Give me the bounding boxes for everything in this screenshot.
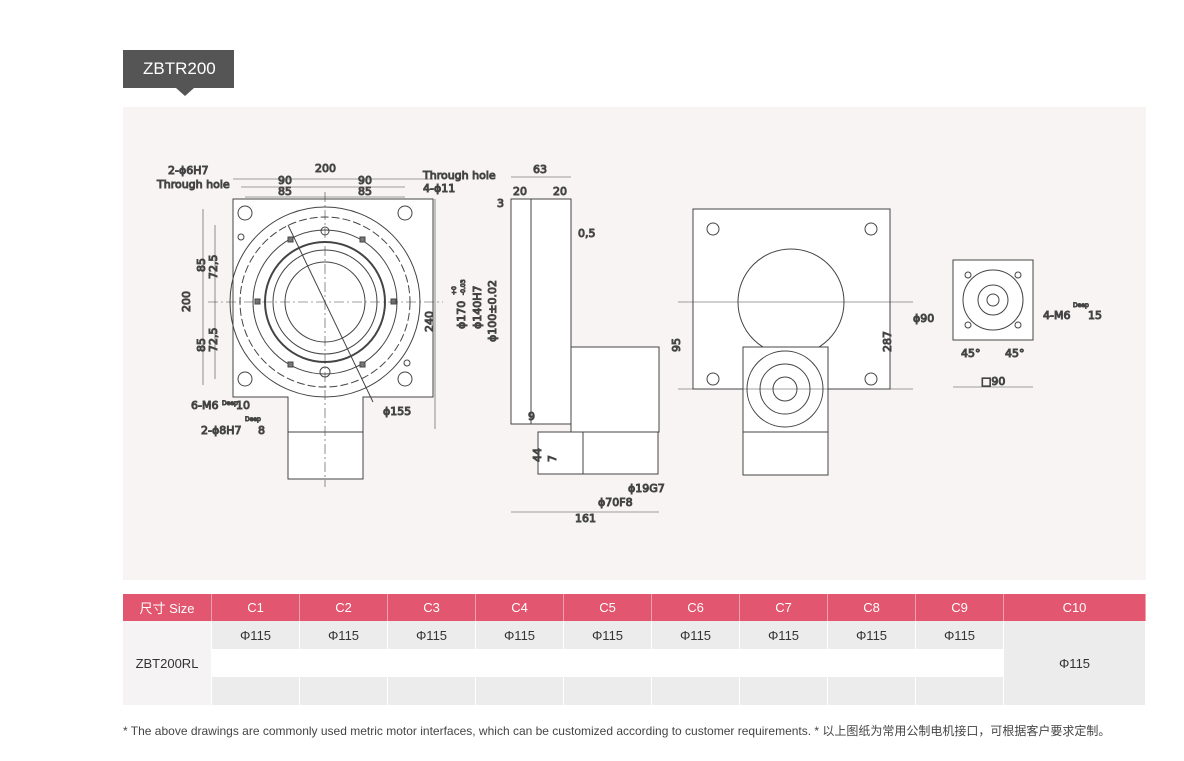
dim-90-left: 90 (278, 174, 292, 187)
dim-90-right: 90 (358, 174, 372, 187)
header-c1: C1 (211, 594, 300, 621)
dim-9: 9 (528, 410, 535, 423)
dim-85-down: 85 (195, 338, 208, 352)
header-c8: C8 (827, 594, 916, 621)
dim-pin-holes: 2-ϕ6H7 (168, 164, 209, 177)
dim-20-right: 20 (553, 185, 567, 198)
dim-m6-depth: 10 (236, 399, 250, 412)
dim-h8-depth: 8 (258, 424, 265, 437)
dim-flange-depth: 15 (1088, 309, 1102, 322)
size-table: 尺寸 Size C1 C2 C3 C4 C5 C6 C7 C8 C9 C10 Z… (123, 594, 1146, 705)
header-c9: C9 (915, 594, 1004, 621)
dim-72-5-up: 72,5 (207, 255, 220, 280)
dim-m6: 6-M6 (191, 399, 218, 412)
dim-angle-left: 45° (961, 347, 981, 360)
cell-c6: Φ115 (651, 621, 740, 649)
header-c7: C7 (739, 594, 828, 621)
dim-0-5: 0,5 (578, 227, 596, 240)
dim-140: ϕ140H7 (471, 285, 484, 329)
dim-20-left: 20 (513, 185, 527, 198)
table-header-row: 尺寸 Size C1 C2 C3 C4 C5 C6 C7 C8 C9 C10 (123, 594, 1146, 621)
header-c4: C4 (475, 594, 564, 621)
dim-flange-m6: 4-M6 (1043, 309, 1070, 322)
header-c3: C3 (387, 594, 476, 621)
table-row (123, 677, 1146, 705)
dim-170: ϕ170 (455, 301, 468, 329)
cell-c7: Φ115 (739, 621, 828, 649)
header-c10: C10 (1003, 594, 1146, 621)
dim-h8: 2-ϕ8H7 (201, 424, 242, 437)
dim-m6-deep: Deep (222, 400, 238, 407)
cell-c3: Φ115 (387, 621, 476, 649)
dim-200-left: 200 (180, 291, 193, 312)
dim-200: 200 (315, 162, 336, 175)
back-view: 95 287 (670, 208, 913, 476)
dim-85-right: 85 (358, 185, 372, 198)
drawing-panel: 200 90 90 85 85 2-ϕ6H7 Through hole Thro… (123, 107, 1146, 580)
cell-c8: Φ115 (827, 621, 916, 649)
dim-170-tol-down: -0.03 (460, 279, 467, 295)
dim-63: 63 (533, 163, 547, 176)
table-row: ZBT200RL Φ115 Φ115 Φ115 Φ115 Φ115 Φ115 Φ… (123, 621, 1146, 705)
dim-44: 44 (531, 448, 544, 462)
dim-85-up: 85 (195, 258, 208, 272)
dim-square-90: □90 (981, 375, 1005, 388)
dim-155: ϕ155 (383, 405, 411, 418)
technical-drawing: 200 90 90 85 85 2-ϕ6H7 Through hole Thro… (156, 162, 1103, 526)
dim-angle-right: 45° (1005, 347, 1025, 360)
dim-19: ϕ19G7 (628, 482, 665, 495)
title-notch (176, 88, 194, 96)
table-row (123, 649, 1146, 677)
dim-3: 3 (497, 197, 504, 210)
cell-c2: Φ115 (299, 621, 388, 649)
header-size: 尺寸 Size (123, 594, 212, 621)
dim-170-tol-up: +0 (451, 286, 458, 295)
dim-holes-11: 4-ϕ11 (423, 182, 455, 195)
side-view: 63 20 20 3 0,5 ϕ170 +0 -0.03 ϕ140H7 ϕ100… (451, 163, 666, 526)
front-view: 200 90 90 85 85 2-ϕ6H7 Through hole Thro… (156, 162, 496, 487)
cell-c10: Φ115 (1003, 621, 1146, 705)
dim-flange-deep: Deep (1073, 302, 1089, 309)
dim-70: ϕ70F8 (598, 496, 633, 509)
dim-7: 7 (546, 455, 559, 462)
dim-pin-through: Through hole (156, 178, 230, 191)
cell-c5: Φ115 (563, 621, 652, 649)
dim-flange-90: ϕ90 (913, 312, 934, 325)
dim-95: 95 (670, 338, 683, 352)
header-c2: C2 (299, 594, 388, 621)
model-cell: ZBT200RL (123, 621, 212, 705)
dim-161: 161 (575, 512, 596, 525)
dim-through-hole: Through hole (422, 169, 496, 182)
cell-c4: Φ115 (475, 621, 564, 649)
model-title-tab: ZBTR200 (123, 50, 234, 88)
dim-h8-deep: Deep (245, 416, 261, 423)
cell-c1: Φ115 (211, 621, 300, 649)
dim-72-5-down: 72,5 (207, 328, 220, 353)
flange-view: ϕ90 4-M6 Deep 15 45° 45° □90 (913, 259, 1103, 389)
header-c6: C6 (651, 594, 740, 621)
header-c5: C5 (563, 594, 652, 621)
dim-240: 240 (423, 311, 436, 332)
dim-100: ϕ100±0.02 (486, 280, 499, 342)
dim-85-left: 85 (278, 185, 292, 198)
dim-287: 287 (881, 331, 894, 352)
cell-c9: Φ115 (915, 621, 1004, 649)
footnote: * The above drawings are commonly used m… (123, 724, 1111, 738)
